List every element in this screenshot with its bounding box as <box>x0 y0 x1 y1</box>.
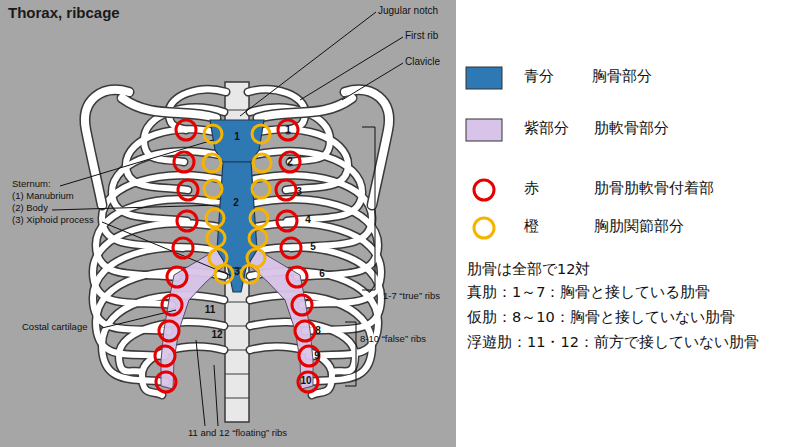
callout-number: 9 <box>314 350 320 362</box>
part-name: Sternum: <box>12 179 51 190</box>
note-text: 浮遊肋：11・12：前方で接していない肋骨 <box>467 334 759 351</box>
part-name: (3) Xiphoid process <box>12 215 94 226</box>
rib-group-name: 1-7 “true” ribs <box>383 291 440 302</box>
callout-number: 1 <box>234 131 240 143</box>
note-text: 肋骨は全部で12対 <box>467 261 590 278</box>
callout-number: 12 <box>211 329 222 341</box>
callout-number: 5 <box>310 241 316 253</box>
legend-text: 赤 肋骨肋軟骨付着部 <box>524 180 714 197</box>
legend-swatch <box>466 119 502 141</box>
callout-number: 6 <box>319 268 325 280</box>
callout-number: 10 <box>300 375 311 387</box>
callout-number: 8 <box>315 325 321 337</box>
part-name: (2) Body <box>12 203 48 214</box>
leader-line <box>52 12 403 426</box>
callout-number: 1 <box>285 124 291 136</box>
callout-number: 3 <box>234 266 240 278</box>
note-text: 真肋：1～7：胸骨と接している肋骨 <box>467 284 710 301</box>
callout-number: 2 <box>233 197 239 209</box>
part-name: Jugular notch <box>378 5 438 17</box>
part-name: (1) Manubrium <box>12 191 74 202</box>
sternocostal-circle <box>203 125 271 283</box>
rib-bone <box>93 89 381 395</box>
callout-number: 3 <box>296 186 302 198</box>
part-name: Costal cartilage <box>22 322 87 333</box>
callout-number: 4 <box>305 214 311 226</box>
background-panel <box>0 0 456 447</box>
part-name: First rib <box>405 30 438 42</box>
note-text: 仮肋：8～10：胸骨と接していない肋骨 <box>467 309 735 326</box>
legend-text: 紫部分 肋軟骨部分 <box>524 120 669 137</box>
diagram-title: Thorax, ribcage <box>8 4 120 21</box>
callout-number: 11 <box>205 304 216 316</box>
rib-outline <box>93 89 381 395</box>
legend-text: 青分 胸骨部分 <box>524 68 652 85</box>
legend-swatch <box>466 67 502 89</box>
part-name: Clavicle <box>405 56 440 68</box>
rib-group-name: 11 and 12 “floating” ribs <box>188 428 287 439</box>
legend-text: 橙 胸肋関節部分 <box>524 218 684 235</box>
sternum <box>210 120 264 292</box>
costochondral-circle <box>155 120 319 392</box>
callout-number: 2 <box>287 156 293 168</box>
rib-group-name: 8-10 “false” ribs <box>360 334 426 345</box>
legend-circle <box>474 180 494 200</box>
legend-circle <box>474 218 494 238</box>
